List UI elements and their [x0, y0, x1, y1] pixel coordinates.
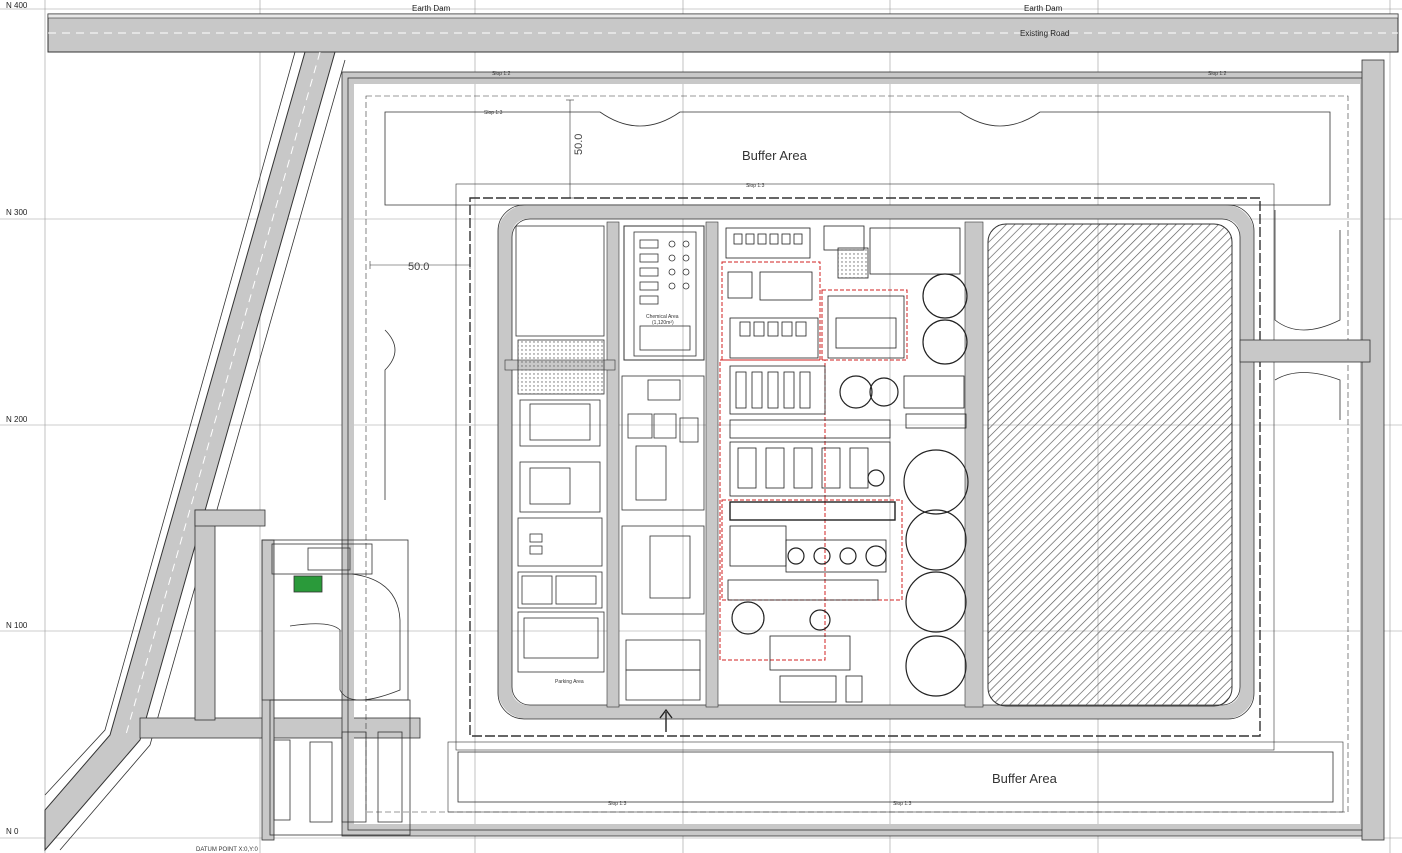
slope-label-c: Slop 1:3: [746, 183, 765, 189]
circular-tanks: [731, 273, 969, 697]
grid-label-n0: N 0: [6, 827, 19, 836]
hatched-reservoir-area: [987, 223, 1233, 707]
earth-dam-label-right: Earth Dam: [1024, 4, 1063, 13]
slope-label-f: Slop 1:2: [1208, 71, 1227, 77]
grid-label-n300: N 300: [6, 208, 28, 217]
chemical-area-label: Chemical Area: [646, 314, 679, 320]
slope-label-e: Slop 1:3: [893, 801, 912, 807]
dimension-left-offset: 50.0: [408, 261, 429, 273]
east-connector-road: [1239, 210, 1371, 420]
outer-ring-road: [341, 59, 1385, 841]
main-entrance-arrow: [659, 708, 673, 732]
dimension-top-offset: 50.0: [573, 134, 585, 155]
west-buildings-block: [515, 225, 605, 673]
slope-label-d: Slop 1:3: [608, 801, 627, 807]
grid-label-n100: N 100: [6, 621, 28, 630]
middle-column-buildings: [621, 375, 705, 701]
datum-point-label: DATUM POINT X:0,Y:0: [196, 847, 258, 853]
buffer-area-top-label: Buffer Area: [742, 148, 808, 163]
slope-label-b: Slop 1:3: [484, 110, 503, 116]
existing-road-label: Existing Road: [1020, 29, 1069, 38]
gatehouse-area: [261, 539, 411, 836]
earth-dam-label-left: Earth Dam: [412, 4, 451, 13]
chemical-area: [623, 225, 705, 361]
buffer-area-bottom-label: Buffer Area: [992, 771, 1058, 786]
grid-label-n200: N 200: [6, 415, 28, 424]
slope-label-a: Slop 1:2: [492, 71, 511, 77]
chemical-area-size: (1,120m²): [652, 320, 674, 326]
process-buildings: [725, 225, 967, 703]
internal-roads: [504, 221, 984, 708]
parking-area-label: Parking Area: [555, 679, 584, 685]
inner-ring-road: [455, 183, 1275, 751]
dimension-lines: [369, 99, 574, 269]
buffer-area-bottom: [447, 741, 1344, 813]
grid-label-n400: N 400: [6, 1, 28, 10]
existing-road: [47, 13, 1399, 53]
buffer-area-top: [384, 111, 1331, 500]
diagonal-access-road: [44, 51, 346, 852]
